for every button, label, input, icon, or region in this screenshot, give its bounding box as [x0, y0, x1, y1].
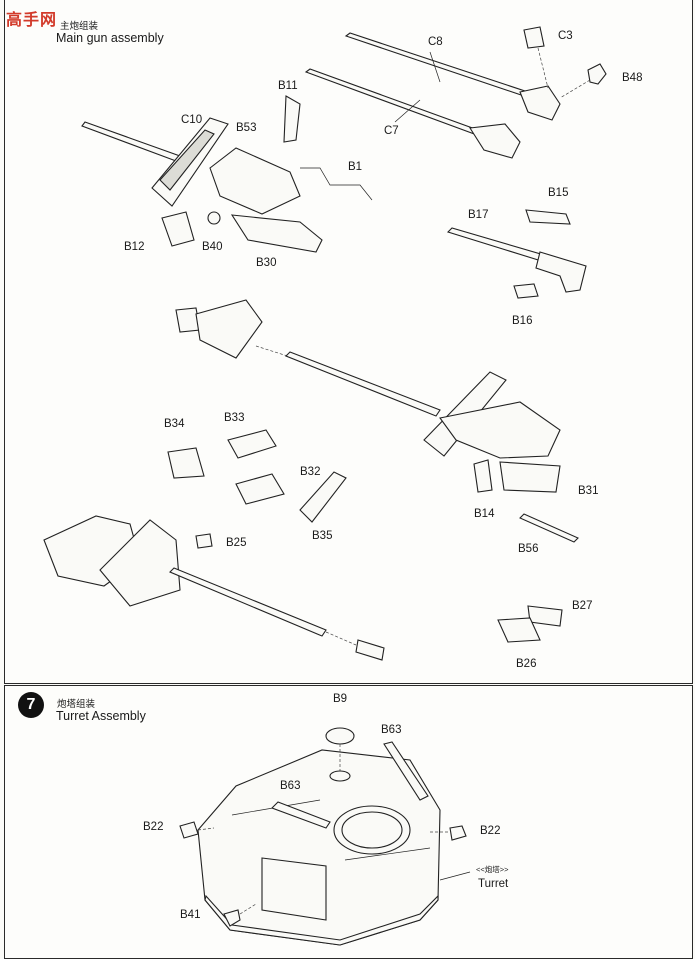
part-b16	[513, 283, 539, 299]
label-b53: B53	[236, 122, 257, 134]
label-b31: B31	[578, 485, 599, 497]
label-b17: B17	[468, 209, 489, 221]
label-b15: B15	[548, 187, 569, 199]
label-b35: B35	[312, 530, 333, 542]
label-b25: B25	[226, 537, 247, 549]
part-c10-detail	[159, 129, 215, 191]
label-b22-left: B22	[143, 821, 164, 833]
part-b33	[227, 429, 277, 459]
part-b63-right	[383, 741, 429, 801]
leader-c8	[429, 51, 441, 83]
turret-callout-cn: <<炮塔>>	[476, 865, 509, 874]
label-b11: B11	[278, 80, 298, 92]
label-b32: B32	[300, 466, 321, 478]
step-6-title-cn: 主炮组装	[60, 21, 99, 32]
part-b1-wire	[300, 167, 373, 201]
label-b63-right: B63	[381, 724, 402, 736]
label-c7: C7	[384, 125, 399, 137]
label-b40: B40	[202, 241, 223, 253]
guide-b41	[239, 903, 257, 915]
label-b22-right: B22	[480, 825, 501, 837]
step-6-title: Main gun assembly	[56, 31, 164, 45]
part-c3	[523, 26, 545, 49]
label-b34: B34	[164, 418, 185, 430]
label-b56: B56	[518, 543, 539, 555]
part-b22-right	[449, 825, 467, 841]
part-main-barrel-3	[169, 567, 327, 637]
label-b33: B33	[224, 412, 245, 424]
part-b25	[195, 533, 213, 549]
part-c8-barrel	[344, 32, 561, 121]
part-breech-assembly	[439, 401, 561, 459]
part-b30	[230, 214, 323, 253]
part-b22-left	[179, 821, 199, 839]
part-b14	[473, 459, 493, 493]
step-7-badge: 7	[18, 692, 44, 718]
step-7-title-cn: 炮塔组装	[57, 699, 96, 710]
label-c8: C8	[428, 36, 443, 48]
part-b12	[161, 211, 195, 247]
part-b40	[207, 211, 221, 225]
part-b26	[497, 617, 541, 643]
part-muzzle-brake	[355, 639, 385, 661]
label-b63-left: B63	[280, 780, 301, 792]
guide-muzzle	[325, 631, 357, 646]
part-b41	[223, 909, 241, 927]
part-b11	[283, 95, 301, 143]
turret-callout: Turret	[478, 878, 509, 890]
part-mantlet-lower	[99, 519, 181, 607]
label-b27: B27	[572, 600, 593, 612]
leader-c7	[394, 99, 421, 123]
label-c10: C10	[181, 114, 203, 126]
leader-turret	[439, 871, 471, 881]
label-b14: B14	[474, 508, 495, 520]
part-b31	[499, 461, 561, 493]
part-b15	[525, 209, 571, 225]
part-b35	[299, 471, 347, 523]
step-7-title: Turret Assembly	[56, 709, 146, 723]
label-c3: C3	[558, 30, 573, 42]
part-b53-block	[209, 147, 301, 215]
part-b17-body	[535, 251, 587, 293]
label-b48: B48	[622, 72, 643, 84]
part-b56	[519, 513, 579, 543]
part-mantlet	[195, 299, 263, 359]
label-b30: B30	[256, 257, 277, 269]
part-b27	[527, 605, 563, 627]
guide-b22-left	[197, 827, 215, 831]
part-c7-barrel	[304, 68, 521, 159]
turret-body	[197, 749, 441, 946]
label-b41: B41	[180, 909, 201, 921]
label-b26: B26	[516, 658, 537, 670]
guide-mantlet	[255, 345, 301, 361]
part-b34	[167, 447, 205, 479]
guide-b48	[559, 79, 591, 99]
guide-c3	[537, 47, 549, 89]
part-b32	[235, 473, 285, 505]
label-b16: B16	[512, 315, 533, 327]
part-b9-hatch	[325, 727, 355, 782]
label-b1: B1	[348, 161, 363, 173]
label-b12: B12	[124, 241, 145, 253]
part-main-barrel-2	[285, 351, 441, 417]
part-b63-left	[271, 801, 331, 829]
site-logo: 高手网	[6, 10, 58, 29]
label-b9: B9	[333, 693, 348, 705]
